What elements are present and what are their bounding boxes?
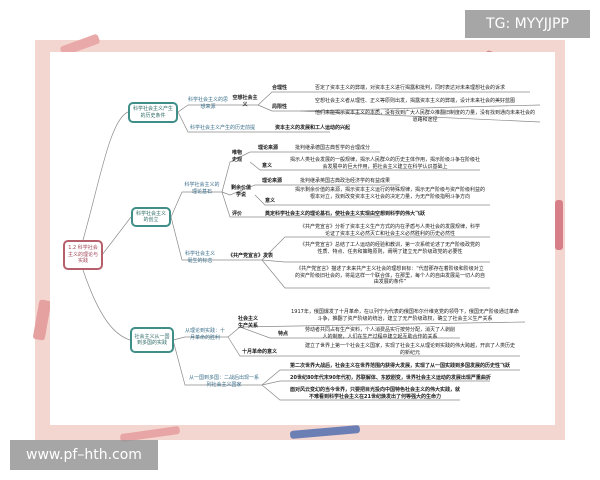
label-theory-source[interactable]: 理论来源 (262, 178, 283, 184)
leaf-hm-source: 批判继承德国古典哲学的合理成分 (295, 145, 371, 151)
leaf-revolution-significance: 建立了世界上第一个社会主义国家，实现了社会主义从理论到实践的伟大跨越，开启了人类… (305, 343, 516, 356)
node-limitations[interactable]: 局限性 (272, 104, 288, 110)
watermark-bottom-left: www.pf–hth.com (10, 440, 158, 470)
leaf-features: 劳动者共同占有生产资料，个人消费品实行按劳分配，消灭了人剥削人的制度，人们在生产… (305, 327, 456, 340)
node-surplus-value[interactable]: 剩余价值学说 (230, 185, 251, 198)
node-revolution-significance[interactable]: 十月革命的意义 (242, 349, 278, 355)
node-utopian-socialism[interactable]: 空想社会主义 (232, 95, 258, 108)
leaf-limitations-2: 他们未能揭示资本主义的本质，没有找到广大人民群众推翻旧制度的力量，没有找到通向未… (315, 110, 536, 123)
branch-node-historical-conditions[interactable]: 科学社会主义产生的历史条件 (128, 102, 178, 123)
node-thought-source[interactable]: 科学社会主义的思想来源 (188, 97, 229, 110)
leaf-sv-source: 批判继承英国古典政治经济学的有益成果 (300, 178, 391, 184)
node-historical-premise[interactable]: 科学社会主义产生的历史前提 (190, 125, 256, 131)
leaf-limitations-1: 空想社会主义者从理性、正义等原则出发，揭露资本主义的弊端，设计未来社会的美好蓝图 (315, 98, 516, 104)
watermark-top-right: TG: MYYJJPP (465, 10, 590, 38)
node-historical-materialism[interactable]: 唯物史观 (231, 150, 242, 163)
branch-node-practice[interactable]: 社会主义从一国到多国的实践 (130, 327, 174, 353)
node-theoretical-cornerstone[interactable]: 科学社会主义的理论基石 (184, 182, 220, 195)
node-evaluation[interactable]: 评价 (232, 211, 243, 217)
leaf-postwar-development: 第二次世界大战后，社会主义在世界范围内获得大发展，实现了从一国实践到多国发展的历… (290, 363, 511, 369)
leaf-evaluation: 奠定科学社会主义的理论基石，使社会主义实现由空想到科学的伟大飞跃 (265, 211, 426, 217)
leaf-manifesto-3: 《共产党宣言》描述了未来共产主义社会的理想目标：“代替那存在着阶级和阶级对立的资… (295, 266, 486, 285)
node-rationality[interactable]: 合理性 (272, 85, 288, 91)
node-one-to-many[interactable]: 从一国到多国：二战后出现一系列社会主义国家 (188, 375, 259, 388)
leaf-sv-significance: 揭示剩余价值的来源，揭示资本主义运行的特殊规律，揭示无产阶级与资产阶级利益的根本… (295, 187, 486, 200)
label-significance[interactable]: 意义 (265, 198, 276, 204)
leaf-socialist-relations: 1917年，俄国爆发了十月革命，在以列宁为代表的俄国布尔什维克党的领导下，俄国无… (291, 309, 519, 322)
node-birth-mark[interactable]: 科学社会主义诞生的标志 (184, 251, 215, 264)
branch-node-founding[interactable]: 科学社会主义的创立 (131, 207, 171, 227)
root-node[interactable]: 1.2 科学社会主义的理论与实践 (63, 240, 103, 270)
leaf-manifesto-1: 《共产党宣言》分析了资本主义生产方式的内在矛盾与人类社会的发展规律，科学论证了资… (300, 224, 481, 237)
paperclip-decoration (555, 200, 563, 250)
leaf-vitality: 面对风云变幻的当今世界，只要把目光投向中国特色社会主义的伟大实践，就不难看到科学… (290, 387, 461, 400)
label-significance[interactable]: 意义 (262, 163, 273, 169)
node-october-revolution[interactable]: 从理论到实践：十月革命的胜利 (185, 328, 226, 341)
leaf-manifesto-2: 《共产党宣言》总结了工人运动的经验和教训，第一次系统论述了无产阶级政党的性质、特… (300, 242, 481, 255)
node-socialist-relations[interactable]: 社会主义生产关系 (237, 316, 258, 329)
label-theory-source[interactable]: 理论来源 (258, 145, 279, 151)
node-features[interactable]: 特点 (278, 331, 289, 337)
leaf-rationality: 否定了资本主义的弊端，对资本主义进行揭露和批判，同时表达对未来理想社会的诉求 (315, 85, 506, 91)
leaf-historical-premise: 资本主义的发展和工人运动的兴起 (275, 125, 351, 131)
leaf-setbacks: 20世纪80年代末90年代初，苏联解体、东欧剧变，世界社会主义运动的发展出现严重… (290, 375, 491, 381)
node-communist-manifesto[interactable]: 《共产党宣言》发表 (228, 253, 274, 259)
leaf-hm-significance: 揭示人类社会发展的一般规律，揭示人民群众的历史主体作用，揭示阶级斗争在阶级社会发… (290, 157, 481, 170)
